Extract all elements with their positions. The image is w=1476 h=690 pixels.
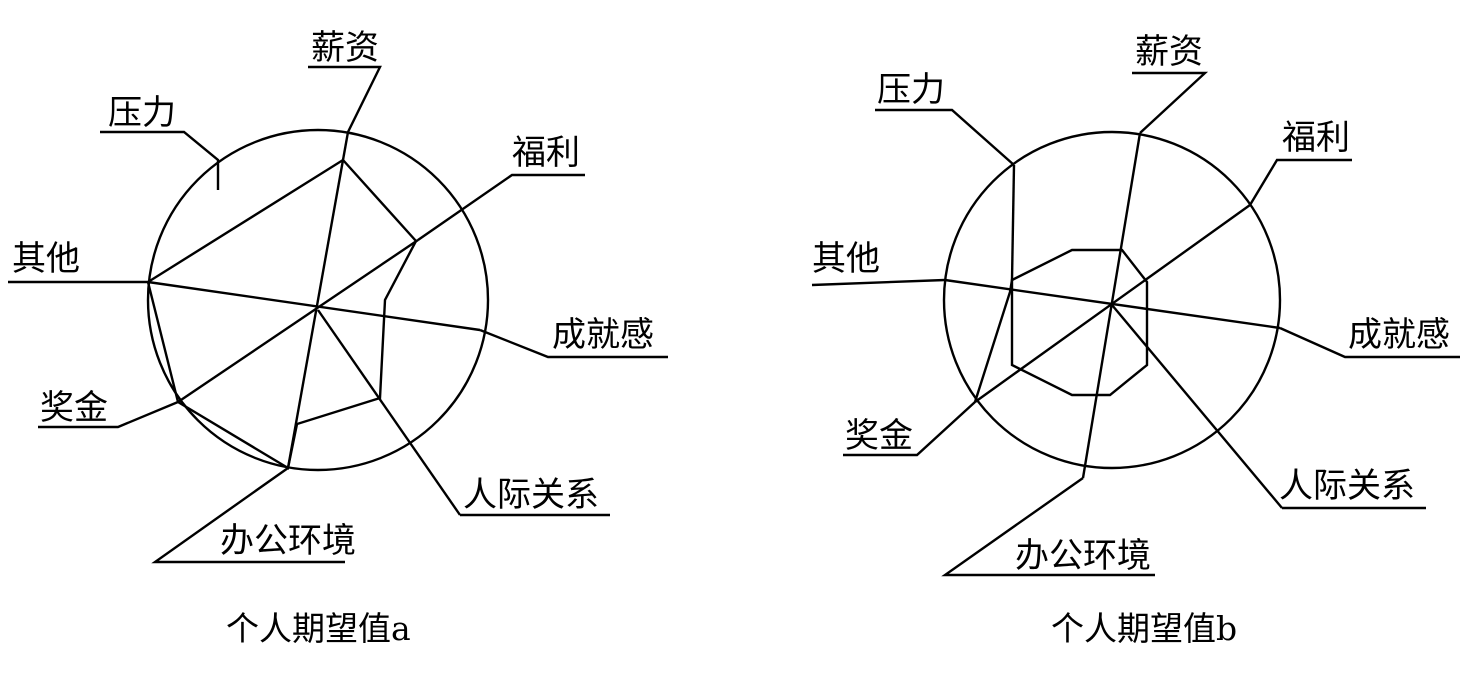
label-achievement: 成就感 [1348, 315, 1450, 355]
label-bonus: 奖金 [845, 416, 913, 456]
label-salary: 薪资 [311, 28, 379, 68]
leader-welfare [1248, 158, 1352, 206]
leader-salary [1132, 71, 1209, 134]
leader-other [811, 278, 946, 287]
leader-salary [308, 65, 382, 133]
value-line [973, 279, 1014, 403]
label-pressure: 压力 [108, 93, 176, 133]
label-relations: 人际关系 [463, 475, 599, 515]
value-polygon [146, 158, 418, 470]
leader-bonus [843, 401, 976, 457]
spoke-salary [286, 131, 350, 469]
radar-diagram-a: 薪资 压力 福利 其他 成就感 奖金 人际关系 办公环境 个人期望值a [8, 28, 668, 648]
spoke-relations [317, 309, 461, 516]
leader-office [941, 477, 1155, 577]
label-office: 办公环境 [1015, 536, 1151, 576]
label-welfare: 福利 [1282, 118, 1350, 158]
leader-pressure [100, 130, 220, 190]
spoke-other [944, 278, 1281, 330]
label-welfare: 福利 [512, 133, 580, 173]
label-pressure: 压力 [877, 70, 945, 110]
leader-bonus [38, 400, 179, 429]
leader-achievement [1279, 326, 1460, 359]
label-bonus: 奖金 [40, 388, 108, 428]
label-achievement: 成就感 [552, 315, 654, 355]
label-relations: 人际关系 [1279, 466, 1415, 506]
inner-octagon [1010, 248, 1149, 397]
leader-welfare [417, 173, 585, 241]
caption-b: 个人期望值b [1051, 609, 1237, 648]
leader-achievement [479, 328, 668, 359]
leader-office [151, 467, 345, 564]
pressure-segment [1010, 164, 1016, 281]
leader-pressure [875, 108, 1015, 166]
label-office: 办公环境 [220, 521, 356, 561]
spoke-welfare [177, 239, 419, 403]
spoke-other [147, 280, 481, 332]
label-salary: 薪资 [1135, 32, 1203, 72]
radar-diagram-b: 薪资 压力 福利 其他 成就感 奖金 人际关系 办公环境 个人期望值b [811, 32, 1460, 648]
outer-circle [146, 128, 490, 472]
label-other: 其他 [812, 239, 880, 279]
label-other: 其他 [12, 239, 80, 279]
caption-a: 个人期望值a [226, 609, 411, 648]
outer-circle [942, 130, 1282, 470]
spoke-relations [1111, 304, 1283, 509]
